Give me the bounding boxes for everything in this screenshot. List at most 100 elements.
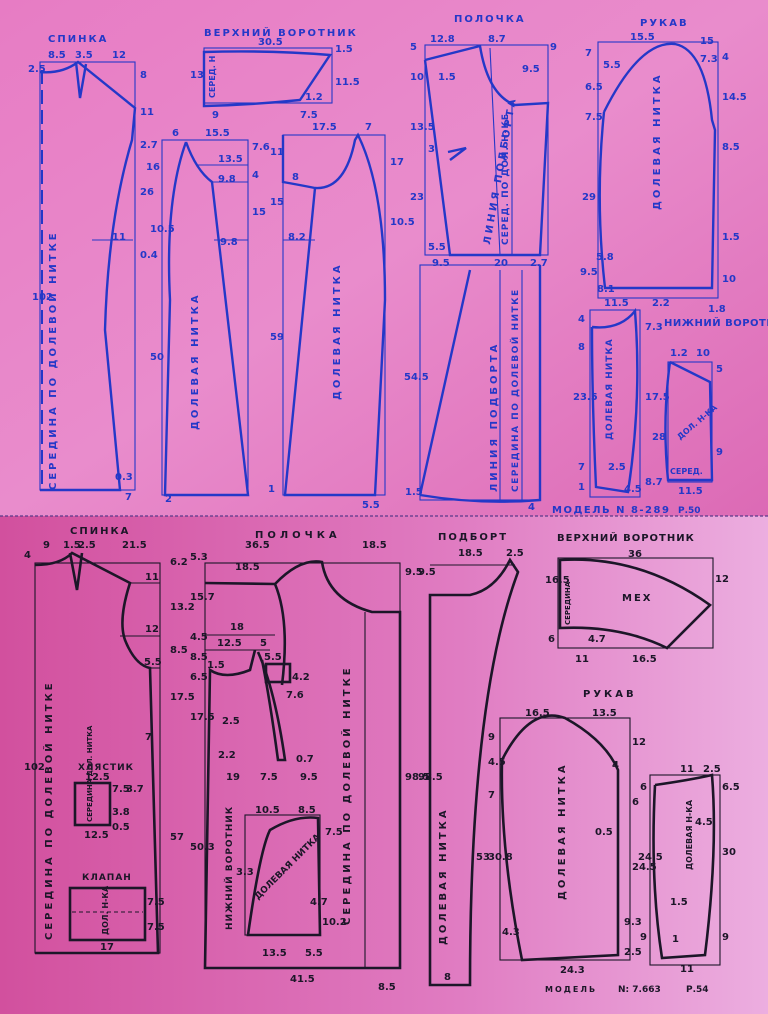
dim: 11.5: [335, 77, 360, 88]
dim: 10.5: [390, 217, 415, 228]
dim: 7.6: [252, 142, 270, 153]
dim: 12.8: [430, 34, 455, 45]
dim: 9.8: [220, 237, 238, 248]
top-side-front-grain-label: ДОЛЕВАЯ НИТКА: [190, 292, 201, 430]
dim: 9: [722, 932, 729, 943]
dim: 1.2: [670, 348, 688, 359]
dim: 0.7: [296, 754, 314, 765]
dim: 16: [146, 162, 160, 173]
bottom-sleeve-grain-label: ДОЛЕВАЯ НИТКА: [557, 762, 568, 900]
dim: 2.7: [140, 140, 158, 151]
dim: 17: [390, 157, 404, 168]
dim: 8.5: [378, 982, 396, 993]
dim: 50.3: [190, 842, 215, 853]
dim: 59: [270, 332, 284, 343]
dim: 4.7: [588, 634, 606, 645]
dim: 20: [494, 258, 508, 269]
dim: 16.5: [632, 654, 657, 665]
top-front-center-label: СЕРЕД. ПО ДОЛ. Н-КЕ: [501, 113, 511, 245]
dim: 15: [252, 207, 266, 218]
dim: 2.5: [624, 947, 642, 958]
dim: 7: [488, 790, 495, 801]
top-footer-model: МОДЕЛЬ N 8-289: [552, 505, 670, 516]
bottom-title-front: ПОЛОЧКА: [255, 530, 341, 541]
dim: 1: [672, 934, 679, 945]
bottom-title-back: СПИНКА: [70, 526, 130, 537]
dim: 7.5: [585, 112, 603, 123]
dim: 15.7: [190, 592, 215, 603]
dim: 7.5: [300, 110, 318, 121]
bottom-tab-piece: [73, 781, 112, 827]
dim: 13.2: [170, 602, 195, 613]
dim: 8.5: [170, 645, 188, 656]
top-under-collar-piece: [664, 360, 714, 483]
dim: 4.5: [624, 484, 642, 495]
dim: 7.3: [700, 54, 718, 65]
dim: 36.5: [245, 540, 270, 551]
dim: 15.5: [205, 128, 230, 139]
bottom-footer-model: МОДЕЛЬ: [545, 985, 597, 994]
bottom-tab-center-label: СЕРЕДИНА ДОЛ. НИТКА: [86, 725, 94, 822]
dim: 18: [230, 622, 244, 633]
dim: 8.5: [722, 142, 740, 153]
top-title-front: ПОЛОЧКА: [454, 14, 526, 25]
dim: 1: [578, 482, 585, 493]
dim: 15: [700, 36, 714, 47]
dim: 12.5: [85, 772, 110, 783]
dim: 6.5: [722, 782, 740, 793]
dim: 57: [170, 832, 184, 843]
dim: 6: [548, 634, 555, 645]
bottom-title-facing: ПОДБОРТ: [438, 532, 508, 543]
dim: 12.5: [217, 638, 242, 649]
dim: 3.3: [236, 867, 254, 878]
dim: 8: [444, 972, 451, 983]
top-side-front-piece: [161, 139, 250, 497]
bottom-title-flap: КЛАПАН: [82, 873, 132, 883]
dim: 9: [716, 447, 723, 458]
dim: 8.7: [645, 477, 663, 488]
dim: 5.5: [305, 948, 323, 959]
dim: 1.5: [207, 660, 225, 671]
dim: 0.3: [115, 472, 133, 483]
dim: 12: [112, 50, 126, 61]
bottom-under-collar-piece: [244, 814, 322, 937]
dim: 2.2: [652, 298, 670, 309]
dim: 5.5: [428, 242, 446, 253]
dim: 9.5: [405, 567, 423, 578]
bottom-half-background: [0, 516, 768, 1014]
dim: 5.5: [144, 657, 162, 668]
dim: 36: [628, 549, 642, 560]
bottom-back-center-label: СЕРЕДИНА ПО ДОЛЕВОЙ НИТКЕ: [42, 680, 55, 940]
dim: 7.5: [260, 772, 278, 783]
dim: 50: [150, 352, 164, 363]
dim: 4: [252, 170, 259, 181]
dim: 2.7: [530, 258, 548, 269]
dim: 11: [112, 232, 126, 243]
dim: 5.5: [603, 60, 621, 71]
dim: 8.5: [48, 50, 66, 61]
dim: 1.5: [335, 44, 353, 55]
top-front-lower-piece: [418, 264, 542, 503]
top-upper-collar-piece: [202, 47, 333, 108]
dim: 9: [640, 932, 647, 943]
dim: 5: [260, 638, 267, 649]
bottom-title-tab: ХЛЯСТИК: [78, 763, 134, 773]
top-front-lower-facing-label: ЛИНИЯ ПОДБОРТА: [489, 342, 500, 492]
dim: 4.5: [695, 817, 713, 828]
dim: 9.5: [432, 258, 450, 269]
bottom-fur-label: МЕХ: [622, 593, 653, 604]
bottom-front-center-label: СЕРЕДИНА ПО ДОЛЕВОЙ НИТКЕ: [340, 665, 353, 925]
dim: 1.5: [670, 897, 688, 908]
bottom-title-sleeve: РУКАВ: [583, 689, 637, 700]
dim: 1.5: [63, 540, 81, 551]
bottom-flap-piece: [68, 886, 147, 942]
dim: 10.5: [150, 224, 175, 235]
dim: 24.3: [560, 965, 585, 976]
bottom-flap-grain-label: ДОЛ. Н-КА: [101, 885, 110, 935]
dim: 7: [145, 732, 152, 743]
dim: 2: [165, 494, 172, 505]
dim: 18.5: [458, 548, 483, 559]
dim: 9: [488, 732, 495, 743]
